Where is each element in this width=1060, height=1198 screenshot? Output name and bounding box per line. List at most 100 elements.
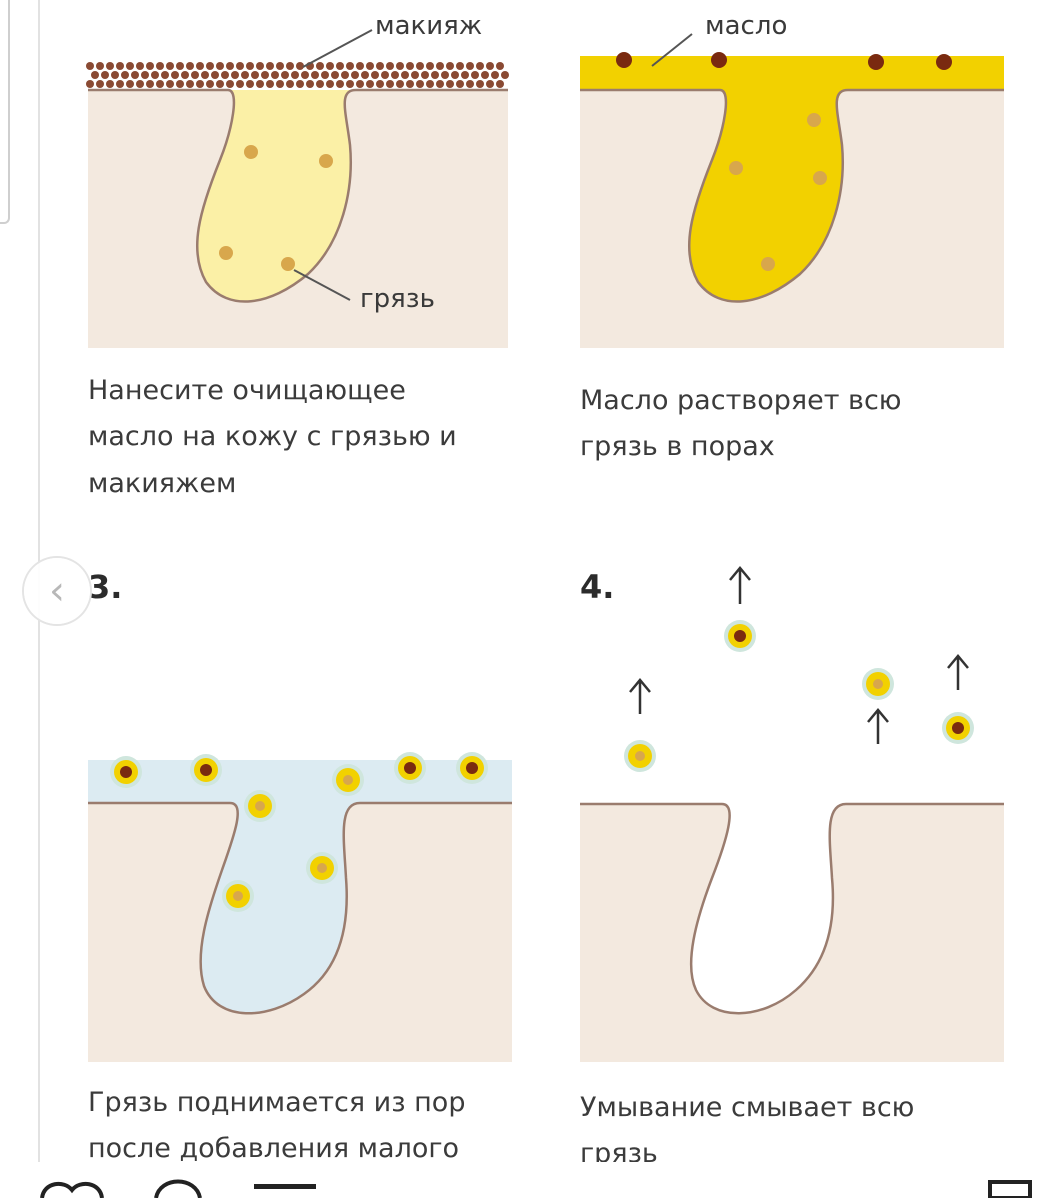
makeup-dot [396,80,404,88]
makeup-dot [136,62,144,70]
share-icon[interactable] [254,1184,316,1189]
water-layer [88,760,512,1014]
makeup-dot [146,62,154,70]
dirt-particle [813,171,827,185]
makeup-dot [261,71,269,79]
makeup-dot [236,80,244,88]
makeup-dot [386,80,394,88]
makeup-dot [386,62,394,70]
makeup-dot [366,62,374,70]
makeup-layer [86,62,509,88]
makeup-dot [196,80,204,88]
makeup-dot [376,62,384,70]
makeup-dot [486,80,494,88]
makeup-dot [326,62,334,70]
makeup-dot [331,71,339,79]
makeup-dot [236,62,244,70]
makeup-dot [221,71,229,79]
makeup-dot [116,80,124,88]
makeup-dot [296,80,304,88]
makeup-dot [146,80,154,88]
makeup-dot [276,80,284,88]
makeup-dot [466,80,474,88]
makeup-dot [181,71,189,79]
makeup-dot [456,62,464,70]
makeup-dot [156,62,164,70]
makeup-dot [321,71,329,79]
makeup-dot [416,62,424,70]
step-2-illustration [580,33,1004,348]
dirt-core [466,762,478,774]
makeup-dot [476,80,484,88]
makeup-dot [186,80,194,88]
pore [88,88,508,303]
makeup-dot [496,80,504,88]
lift-arrows [629,566,969,744]
viewer-edge [0,0,10,224]
makeup-dot [176,62,184,70]
makeup-dot [391,71,399,79]
up-arrow-icon [947,654,969,690]
previous-image-button[interactable]: ‹ [24,558,90,624]
makeup-dot [86,80,94,88]
dirt-core [120,766,132,778]
step-4-number: 4. [580,568,615,606]
makeup-dot [256,80,264,88]
makeup-dot [476,62,484,70]
step-3-panel [88,740,512,1062]
dirt-core [734,630,746,642]
makeup-dot [216,80,224,88]
makeup-dot [301,71,309,79]
makeup-dot [406,80,414,88]
makeup-dot [196,62,204,70]
dirt-label: грязь [360,284,435,314]
makeup-dot [336,62,344,70]
makeup-dot [431,71,439,79]
makeup-dot [456,80,464,88]
makeup-dot [426,62,434,70]
clean-pore [580,804,1004,1014]
makeup-dot [201,71,209,79]
makeup-dot [151,71,159,79]
makeup-dot [316,62,324,70]
dirt-core [255,801,265,811]
makeup-dot [401,71,409,79]
makeup-dot [121,71,129,79]
makeup-dot [86,62,94,70]
makeup-dot [131,71,139,79]
dirt-core [404,762,416,774]
dirt-core [635,751,645,761]
makeup-dot [186,62,194,70]
makeup-dot [111,71,119,79]
comment-icon[interactable] [154,1179,202,1198]
makeup-dot [376,80,384,88]
makeup-dot [96,62,104,70]
makeup-dot [441,71,449,79]
dirt-particle [616,52,632,68]
makeup-dot [226,80,234,88]
makeup-dot [216,62,224,70]
makeup-dot [496,62,504,70]
makeup-dot [306,80,314,88]
makeup-dot [166,62,174,70]
makeup-dot [481,71,489,79]
dirt-particle [807,113,821,127]
makeup-dot [266,62,274,70]
makeup-dot [206,80,214,88]
like-icon[interactable] [40,1181,104,1198]
bookmark-icon[interactable] [988,1180,1032,1198]
dirt-core [200,764,212,776]
makeup-dot [96,80,104,88]
makeup-dot [176,80,184,88]
makeup-dot [366,80,374,88]
makeup-dot [461,71,469,79]
step-3-illustration [88,752,512,1062]
makeup-dot [106,62,114,70]
makeup-dot [421,71,429,79]
step-3-number: 3. [88,568,123,606]
makeup-dot [311,71,319,79]
makeup-pointer [302,29,373,68]
makeup-dot [101,71,109,79]
dirt-core [317,863,327,873]
dirt-core [952,722,964,734]
